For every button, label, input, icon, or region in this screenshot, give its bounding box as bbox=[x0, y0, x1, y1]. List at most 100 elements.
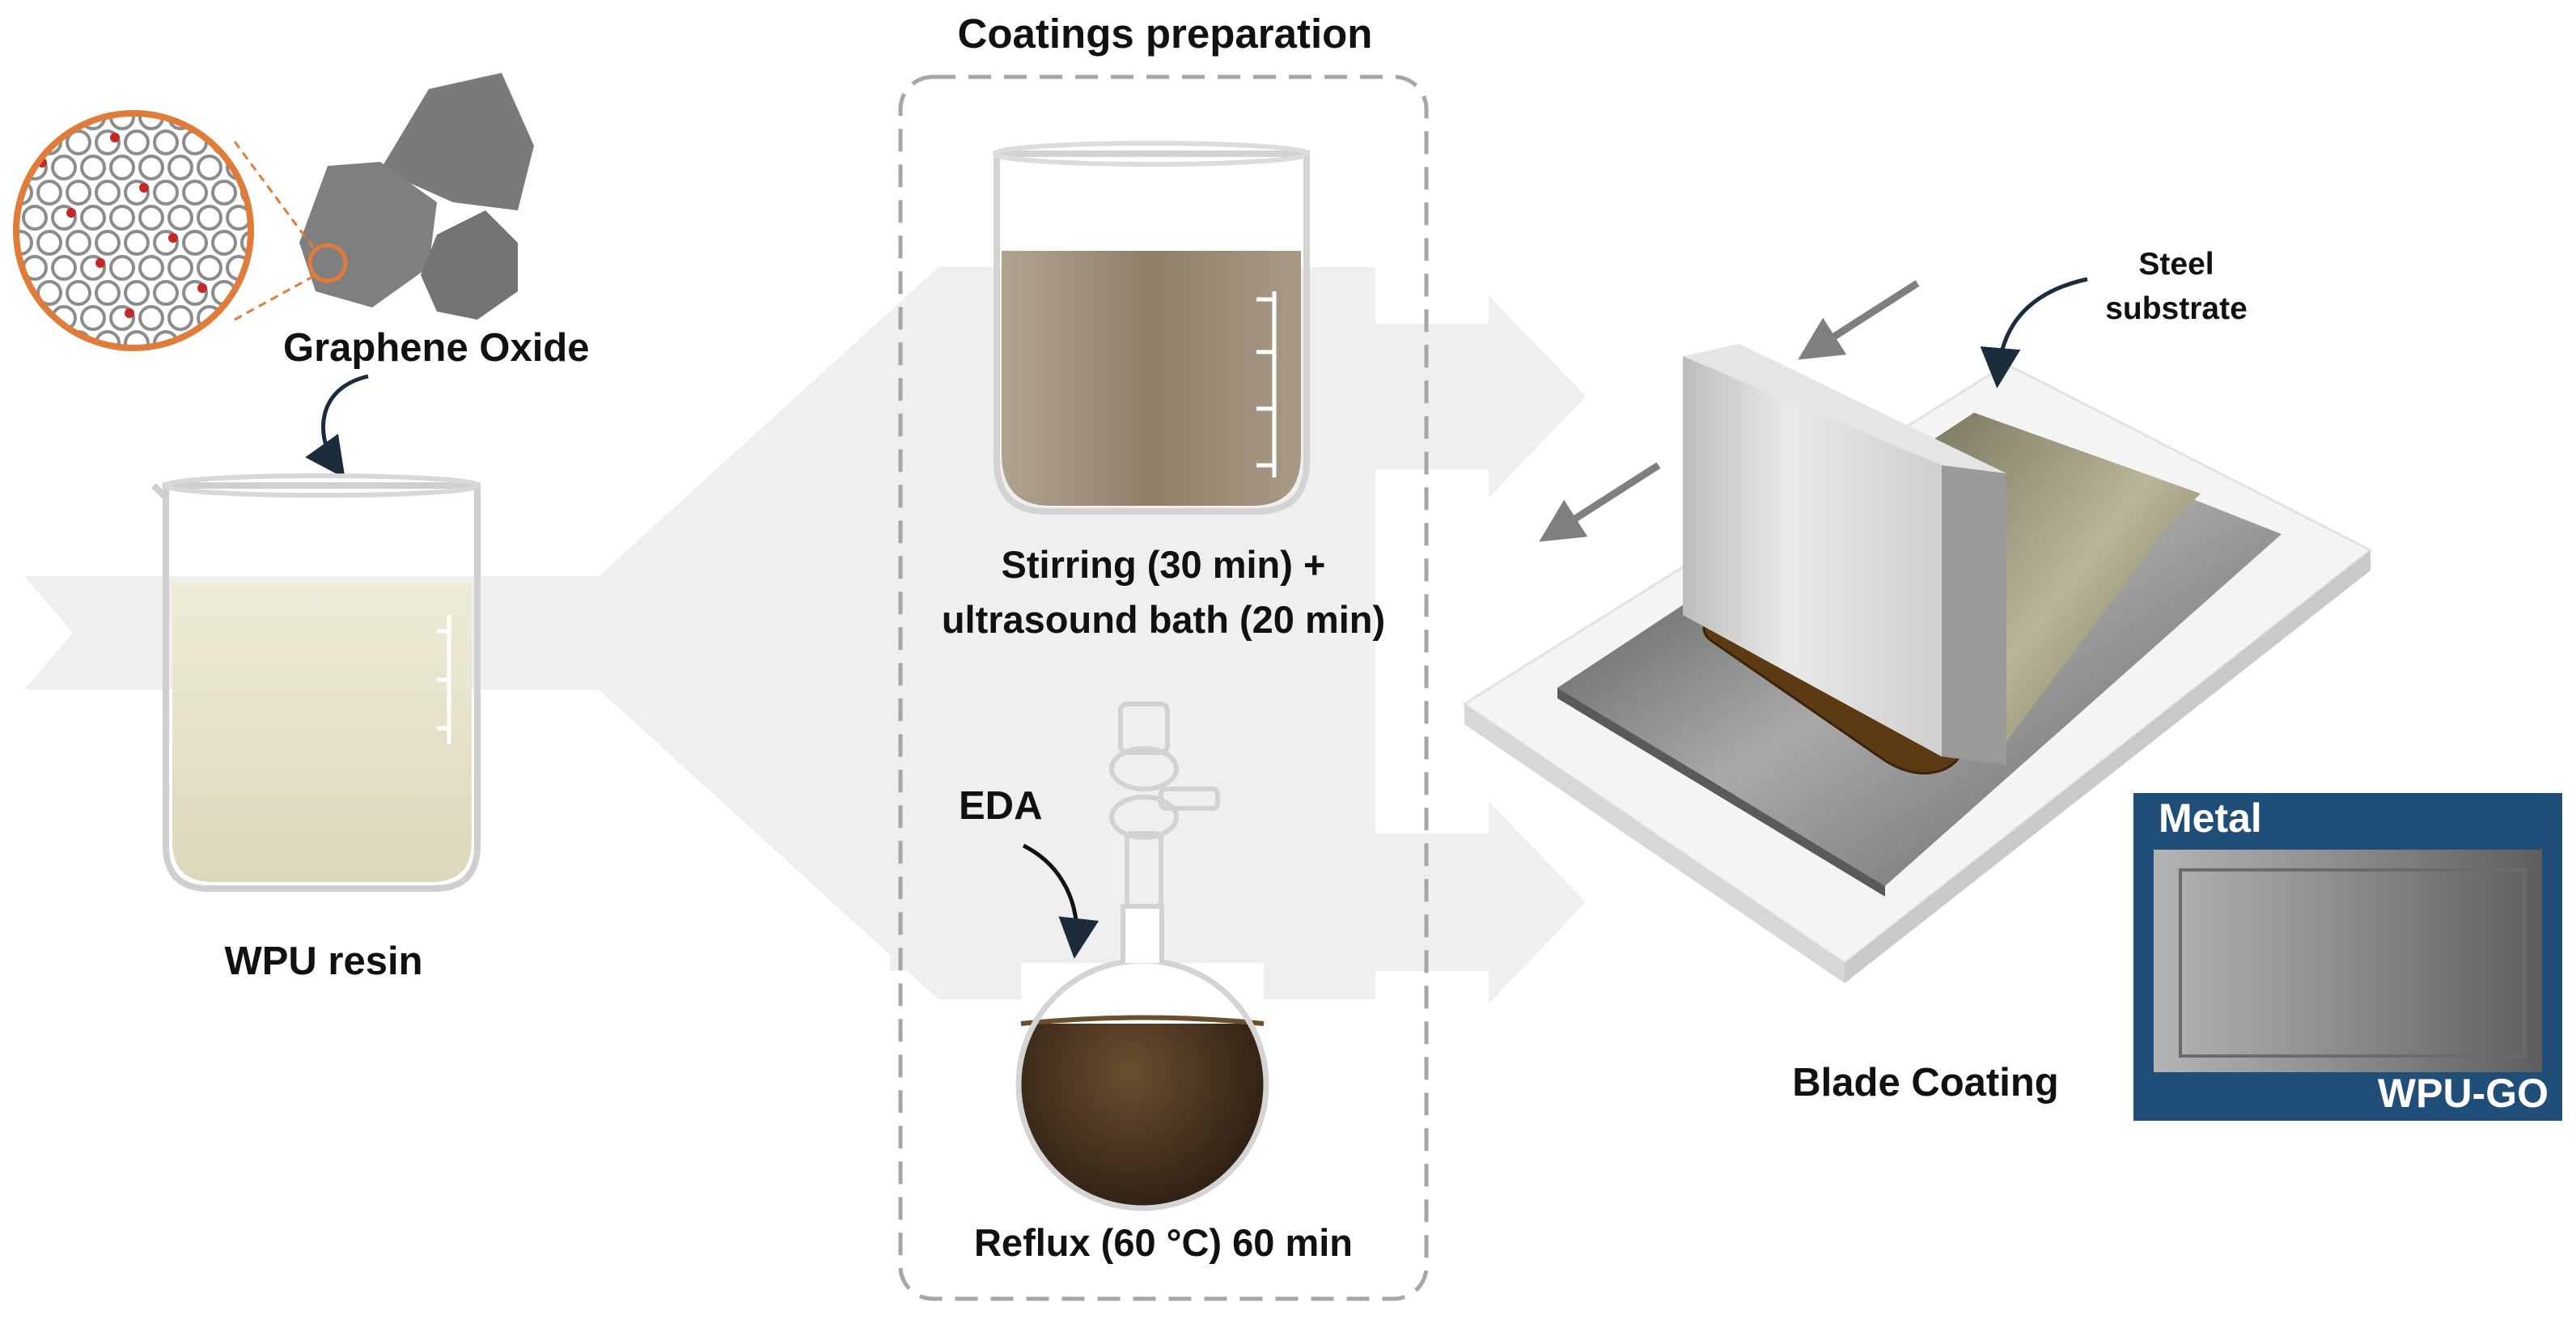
reflux-label: Reflux (60 °C) 60 min bbox=[973, 1221, 1354, 1264]
lattice-ring bbox=[111, 357, 133, 380]
lattice-ring bbox=[66, 230, 91, 256]
oxygen-atom bbox=[23, 333, 32, 343]
blade-coating-setup bbox=[1462, 277, 2373, 983]
lattice-ring bbox=[240, 280, 251, 306]
beaker-2-graduations bbox=[1256, 291, 1277, 477]
lattice-ring bbox=[198, 357, 221, 380]
lattice-ring bbox=[124, 129, 150, 155]
lattice-ring bbox=[95, 129, 121, 155]
lattice-ring bbox=[182, 280, 208, 306]
motion-arrow-bottom bbox=[1539, 462, 1661, 542]
zoom-line-bottom bbox=[234, 274, 316, 321]
oxygen-atom bbox=[110, 133, 120, 142]
lattice-ring bbox=[0, 131, 2, 154]
stirring-beaker bbox=[993, 141, 1310, 515]
oxygen-atom bbox=[270, 208, 280, 218]
lattice-ring bbox=[140, 357, 163, 380]
lattice-ring bbox=[153, 230, 179, 256]
go-flake-right bbox=[421, 210, 518, 320]
lattice-ring bbox=[153, 280, 179, 306]
go-flake-top bbox=[380, 73, 534, 210]
lattice-ring bbox=[80, 305, 106, 331]
wpu-resin-beaker bbox=[151, 473, 481, 892]
oxygen-atom bbox=[154, 358, 163, 368]
coatings-preparation-box bbox=[898, 74, 1429, 1301]
lattice-ring bbox=[0, 332, 2, 354]
lattice-ring bbox=[256, 357, 279, 380]
oxygen-atom bbox=[241, 158, 251, 168]
lattice-ring bbox=[22, 205, 48, 231]
steel-substrate-arrow bbox=[1980, 277, 2088, 388]
zoom-line-top bbox=[233, 141, 317, 252]
oxygen-atom bbox=[139, 183, 149, 193]
lattice-ring bbox=[109, 305, 135, 331]
lattice-ring bbox=[66, 180, 91, 206]
inset-metal-label: Metal bbox=[2159, 795, 2262, 841]
inset-wpu-go-label: WPU-GO bbox=[2377, 1071, 2548, 1116]
oxygen-atom bbox=[212, 113, 222, 117]
lattice-ring bbox=[9, 81, 32, 104]
lattice-ring bbox=[80, 155, 106, 180]
lattice-ring bbox=[256, 106, 279, 129]
lattice-ring bbox=[36, 230, 62, 256]
lattice-ring bbox=[16, 255, 19, 281]
lattice-ring bbox=[95, 280, 121, 306]
wpu-resin-label: WPU resin bbox=[224, 939, 423, 983]
lattice-ring bbox=[0, 181, 2, 204]
oxygen-atom bbox=[66, 208, 76, 218]
lattice-ring bbox=[167, 305, 193, 331]
graphene-oxide-flakes bbox=[233, 73, 534, 321]
lattice-ring bbox=[51, 155, 77, 180]
reflux-setup bbox=[1015, 702, 1269, 1211]
graphene-oxide-label: Graphene Oxide bbox=[283, 326, 590, 370]
lattice-ring bbox=[16, 305, 19, 331]
steel-substrate-label-line1: Steel bbox=[2138, 247, 2214, 282]
lattice-ring bbox=[227, 357, 250, 380]
lattice-ring bbox=[211, 230, 237, 256]
lattice-ring bbox=[16, 113, 19, 130]
lattice-ring bbox=[124, 180, 150, 206]
stirring-label-line2: ultrasound bath (20 min) bbox=[941, 598, 1386, 641]
lattice-ring bbox=[197, 155, 222, 180]
go-to-resin-arrow bbox=[305, 374, 369, 479]
steel-substrate-edge bbox=[1557, 688, 1885, 897]
oxygen-atom bbox=[197, 283, 207, 293]
beaker-1-glass bbox=[151, 482, 481, 892]
steel-substrate-label-line2: substrate bbox=[2105, 291, 2248, 326]
lattice-ring bbox=[153, 129, 179, 155]
blade-top bbox=[1683, 344, 2006, 473]
lattice-ring bbox=[0, 282, 2, 304]
condenser bbox=[1109, 702, 1220, 909]
oxygen-atom bbox=[16, 113, 18, 117]
lattice-ring bbox=[95, 180, 121, 206]
lattice-ring bbox=[169, 357, 192, 380]
lattice-ring bbox=[109, 255, 135, 281]
lattice-ring bbox=[22, 305, 48, 331]
blade-coating-label: Blade Coating bbox=[1792, 1061, 2059, 1105]
lattice-ring bbox=[124, 280, 150, 306]
sample-photo-inset bbox=[2133, 793, 2562, 1121]
lattice-ring bbox=[197, 205, 222, 231]
go-lattice-zoom bbox=[0, 81, 280, 380]
lattice-ring bbox=[153, 180, 179, 206]
motion-arrow-top bbox=[1798, 280, 1920, 360]
go-flake-left bbox=[299, 162, 437, 307]
lattice-ring bbox=[38, 81, 61, 104]
oxygen-atom bbox=[125, 308, 134, 318]
lattice-ring bbox=[184, 81, 206, 104]
lattice-ring bbox=[211, 180, 237, 206]
lattice-ring bbox=[51, 113, 77, 130]
lattice-ring bbox=[240, 230, 251, 256]
lattice-ring bbox=[51, 255, 77, 281]
lattice-ring bbox=[82, 357, 104, 380]
lattice-ring bbox=[167, 255, 193, 281]
lattice-ring bbox=[53, 357, 75, 380]
inset-photo bbox=[2154, 850, 2542, 1072]
blade-side bbox=[1942, 465, 2006, 765]
coatings-preparation-title: Coatings preparation bbox=[957, 11, 1373, 57]
oxygen-atom bbox=[95, 258, 105, 268]
beaker-1-graduations bbox=[437, 615, 451, 744]
lattice-ring bbox=[256, 257, 279, 279]
lattice-ring bbox=[197, 255, 222, 281]
